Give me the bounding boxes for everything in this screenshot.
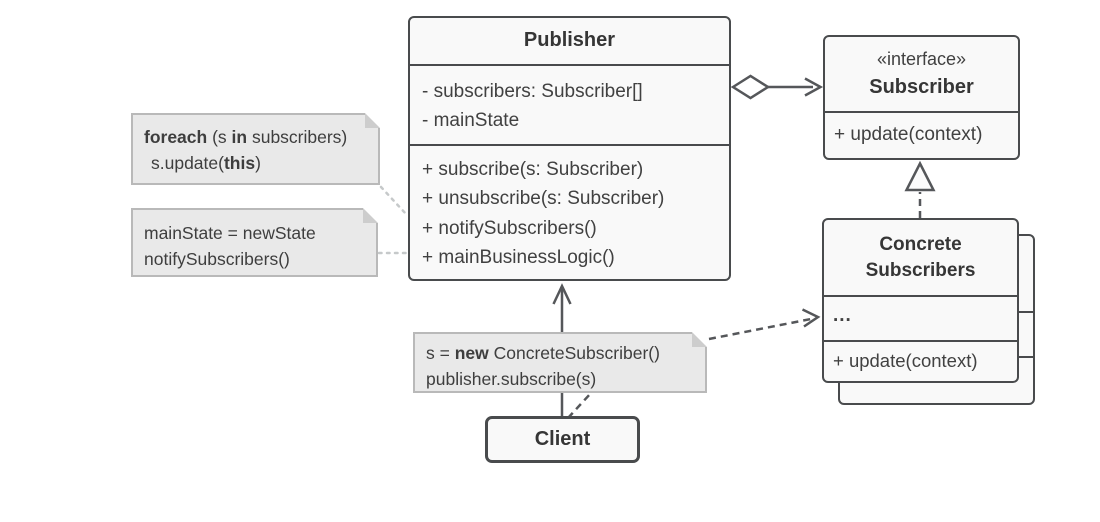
publisher-method: + subscribe(s: Subscriber) [422,158,644,180]
client-code-note: s = new ConcreteSubscriber() publisher.s… [413,332,707,393]
note-concrete-dependency [708,308,821,341]
interface-stereotype: «interface» [876,49,967,69]
subscriber-methods-compartment: + update(context) [825,113,1018,156]
concrete-subscribers-method-compartment: + update(context) [824,342,1017,379]
note-code-line: publisher.subscribe(s) [426,369,597,389]
publisher-attributes-compartment: - subscribers: Subscriber[] - mainState [410,66,729,146]
foreach-note: foreach (s in subscribers) s.update(this… [131,113,380,185]
subscriber-interface: «interface» Subscriber + update(context) [823,35,1020,160]
publisher-attribute: - mainState [422,109,520,131]
publisher-attribute: - subscribers: Subscriber[] [422,80,643,102]
publisher-method: + notifySubscribers() [422,217,597,239]
publisher-method: + mainBusinessLogic() [422,247,615,268]
client-note-dashed-connector [567,392,592,419]
note-code-line: mainState = newState [144,223,316,243]
note-code-line: s.update(this) [151,153,261,173]
note-code-line: s = new ConcreteSubscriber() [426,343,660,363]
publisher-methods-compartment: + subscribe(s: Subscriber) + unsubscribe… [410,146,729,273]
aggregation-connector [730,74,824,100]
subscriber-method: + update(context) [834,123,983,145]
publisher-class-title: Publisher [410,18,729,66]
concrete-subscribers-title: Concrete Subscribers [824,220,1017,297]
realization-connector [904,160,936,218]
foreach-note-anchor-line [379,185,408,216]
publisher-method: + unsubscribe(s: Subscriber) [422,188,665,209]
concrete-subscribers-ellipsis-compartment: ... [824,297,1017,342]
concrete-title-line: Subscribers [865,260,976,281]
subscriber-title-text: Subscriber [869,76,974,98]
concrete-subscribers-class: Concrete Subscribers ... + update(contex… [822,218,1019,383]
concrete-subscriber-method: + update(context) [833,350,978,371]
subscriber-interface-title: «interface» Subscriber [825,37,1018,113]
note-code-line: foreach (s in subscribers) [144,127,348,147]
mainstate-note: mainState = newState notifySubscribers() [131,208,378,277]
client-class: Client [485,416,640,463]
publisher-class: Publisher - subscribers: Subscriber[] - … [408,16,731,281]
concrete-title-line: Concrete [879,234,962,255]
note-code-line: notifySubscribers() [144,249,290,269]
